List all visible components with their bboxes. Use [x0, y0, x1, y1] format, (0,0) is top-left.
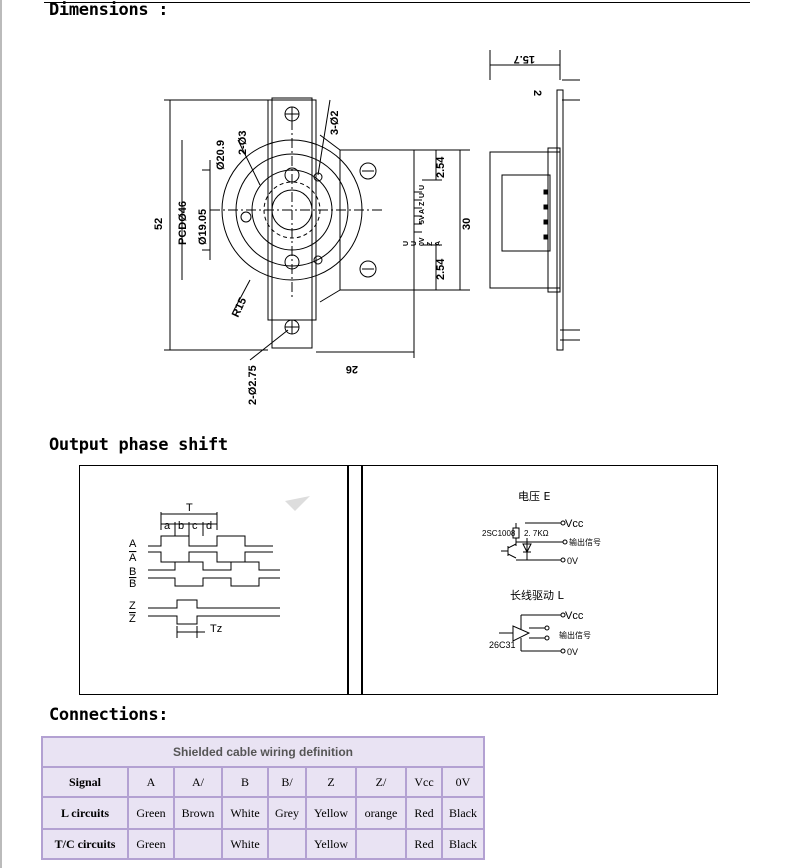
dim-2-54-bottom: 2.54 [435, 258, 447, 280]
part-2sc1008: 2SC1008 [482, 529, 516, 538]
dim-d19-05: Ø19.05 [197, 209, 209, 245]
heading-dimensions: Dimensions : [49, 0, 169, 20]
table-cell: Black [441, 796, 485, 830]
circuit-diagram: 电压 E Vcc 2SC1008 2. 7KΩ 输出信号 0V 长线驱动 L V… [482, 490, 601, 657]
heading-output-phase-shift: Output phase shift [49, 435, 228, 455]
table-row: T/C circuits Green White Yellow Red Blac… [41, 828, 485, 860]
label-a: a [164, 520, 171, 532]
label-T: T [186, 502, 193, 514]
pin-label: 0V [419, 237, 426, 246]
header-cell: B [221, 766, 269, 798]
dim-2-d2-75: 2-Ø2.75 [247, 365, 259, 405]
table-cell: Grey [267, 796, 307, 830]
table-cell [355, 828, 407, 860]
dim-3-d2: 3-Ø2 [329, 111, 341, 135]
dim-30: 30 [461, 218, 473, 230]
signal-B: B [129, 566, 136, 578]
pin-labels: U U Z A 5V 0V Z A U U [403, 185, 442, 246]
header-cell: A/ [173, 766, 223, 798]
header-cell: A [127, 766, 175, 798]
ov-label-1: 0V [567, 556, 578, 566]
resistor-value: 2. 7KΩ [524, 529, 549, 538]
wiring-table: Shielded cable wiring definition Signal … [41, 736, 485, 860]
pin-label: U [419, 185, 426, 190]
row-label: T/C circuits [41, 828, 129, 860]
part-26c31: 26C31 [489, 640, 516, 650]
phase-waveform-panel: T a b c d A A B B Z Z Tz [79, 465, 348, 695]
label-c: c [192, 520, 198, 532]
header-cell: Signal [41, 766, 129, 798]
row-label: L circuits [41, 796, 129, 830]
vcc-label-2: Vcc [565, 610, 584, 622]
signal-Z: Z [129, 600, 136, 612]
table-cell: Green [127, 796, 175, 830]
table-cell: Red [405, 828, 443, 860]
table-cell: Yellow [305, 796, 357, 830]
header-cell: B/ [267, 766, 307, 798]
waveform-diagram: T a b c d A A B B Z Z Tz [129, 496, 310, 638]
table-header-row: Signal A A/ B B/ Z Z/ Vcc 0V [41, 766, 485, 798]
dim-15-7: 15.7 [514, 53, 535, 65]
table-caption: Shielded cable wiring definition [41, 736, 485, 768]
panel-divider [348, 465, 362, 695]
dim-52: 52 [153, 218, 165, 230]
header-cell: 0V [441, 766, 485, 798]
signal-A: A [129, 538, 137, 550]
table-cell: Yellow [305, 828, 357, 860]
ov-label-2: 0V [567, 647, 578, 657]
header-cell: Z/ [355, 766, 407, 798]
vcc-label-1: Vcc [565, 518, 584, 530]
output-circuit-panel: 电压 E Vcc 2SC1008 2. 7KΩ 输出信号 0V 长线驱动 L V… [362, 465, 718, 695]
table-cell: Green [127, 828, 175, 860]
table-cell: White [221, 828, 269, 860]
label-b: b [178, 520, 184, 532]
circuit-title-voltage: 电压 E [518, 490, 550, 503]
dim-2-d3: 2-Ø3 [237, 131, 249, 155]
table-cell: Brown [173, 796, 223, 830]
circuit-title-line-driver: 长线驱动 L [510, 588, 564, 602]
pin-label: Z [419, 201, 426, 206]
table-cell: Black [441, 828, 485, 860]
dim-pcd46: PCDØ46 [177, 201, 189, 245]
output-signal-label-1: 输出信号 [569, 537, 601, 547]
dim-26: 26 [346, 363, 358, 375]
signal-B-bar: B [129, 578, 136, 590]
top-rule [44, 2, 750, 3]
table-cell: White [221, 796, 269, 830]
signal-Z-bar: Z [129, 613, 136, 625]
signal-A-bar: A [129, 552, 137, 564]
output-signal-label-2: 输出信号 [559, 630, 591, 640]
table-row: L circuits Green Brown White Grey Yellow… [41, 796, 485, 830]
dimension-drawing: 15.7 2 3-Ø2 Ø20.9 2-Ø3 52 PCDØ46 Ø19.05 … [153, 50, 580, 405]
table-cell [173, 828, 223, 860]
heading-connections: Connections: [49, 705, 169, 725]
label-Tz: Tz [210, 623, 222, 635]
table-cell [267, 828, 307, 860]
pin-label: U [411, 241, 418, 246]
pin-label: 5V [419, 215, 426, 224]
dim-2-54-top: 2.54 [435, 156, 447, 178]
dim-d20-9: Ø20.9 [215, 140, 227, 170]
flange-outline [267, 99, 317, 321]
dim-2: 2 [531, 90, 543, 96]
label-d: d [206, 520, 212, 532]
left-edge-bar [0, 0, 2, 868]
pin-label: U [403, 241, 410, 246]
pin-label: U [419, 193, 426, 198]
table-cell: orange [355, 796, 407, 830]
pin-label: Z [427, 241, 434, 246]
dim-r15: R15 [230, 296, 249, 319]
pin-label: A [435, 241, 442, 246]
table-cell: Red [405, 796, 443, 830]
header-cell: Vcc [405, 766, 443, 798]
header-cell: Z [305, 766, 357, 798]
pin-label: A [419, 209, 426, 214]
